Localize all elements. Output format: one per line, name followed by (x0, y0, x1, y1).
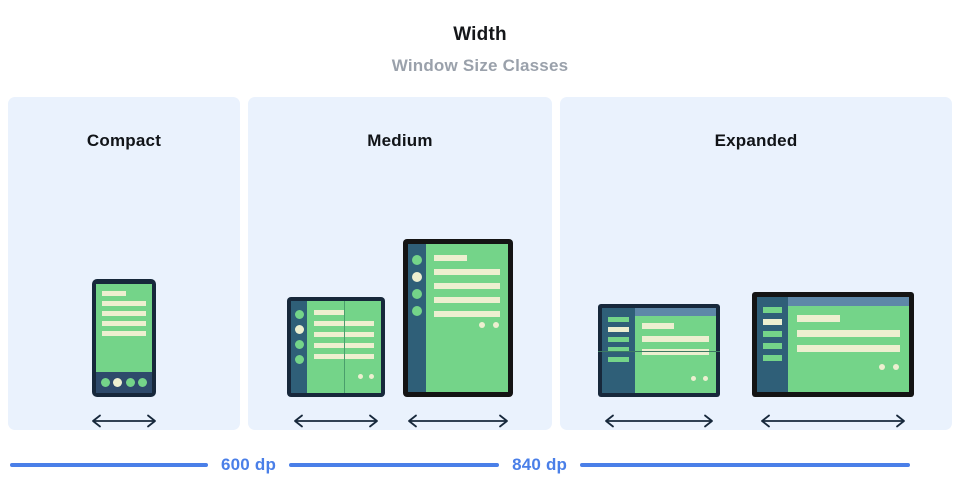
panel-label-compact: Compact (86, 131, 162, 150)
content-line (434, 269, 500, 275)
rail-item-bar (763, 331, 782, 337)
device-group-expanded (560, 175, 952, 430)
content-dot (879, 364, 885, 370)
content-dot (369, 374, 374, 379)
content-line (642, 336, 709, 342)
rail-item-dot (294, 340, 304, 349)
device-slot-foldable-unfolded (287, 297, 385, 430)
rail-item-bar (608, 317, 629, 322)
content-dots (691, 376, 708, 381)
rail-item-dot (412, 306, 422, 316)
content-line-short (797, 315, 841, 322)
panel-expanded: Expanded (560, 97, 952, 430)
content-line-short (314, 310, 344, 315)
panel-compact: Compact (8, 97, 240, 430)
device-group-compact (8, 175, 240, 430)
fold-crease-line (344, 301, 345, 393)
device-foldable-landscape (598, 304, 720, 397)
nav-item-dot-active (113, 378, 123, 387)
phone-bottom-nav-bar (96, 372, 152, 393)
rail-item-bar (763, 307, 782, 313)
rail-item-bar (608, 337, 629, 342)
rail-item-dot-active (412, 272, 422, 282)
device-group-medium (248, 175, 552, 430)
breakpoint-label-840dp: 840 dp (512, 455, 568, 474)
content-line (102, 331, 146, 336)
fold-crease-line (598, 350, 720, 352)
rail-item-bar (608, 347, 629, 352)
rail-item-dot (412, 289, 422, 299)
content-line (434, 283, 500, 289)
content-line (102, 311, 146, 316)
panel-label-medium: Medium (367, 131, 433, 150)
device-foldable-portrait (287, 297, 385, 397)
content-dots (358, 374, 374, 379)
device-tablet-landscape (752, 292, 914, 397)
panel-medium: Medium (248, 97, 552, 430)
width-arrow-icon (761, 414, 905, 428)
size-class-panels: Compact (8, 97, 952, 430)
header: Width Window Size Classes (0, 0, 960, 76)
content-body (788, 306, 909, 352)
content-dot (479, 322, 485, 328)
width-arrow-icon (605, 414, 713, 428)
device-slot-tablet-portrait (403, 239, 513, 430)
width-arrow-icon (92, 414, 156, 428)
content-dot (358, 374, 363, 379)
rail-item-dot (294, 355, 304, 364)
content-line-short (102, 291, 127, 296)
nav-item-dot (138, 378, 148, 387)
navigation-rail (291, 301, 307, 393)
page-title: Width (453, 24, 507, 45)
device-slot-foldable-landscape (598, 304, 720, 430)
rail-item-bar (608, 357, 629, 362)
content-dot (893, 364, 899, 370)
app-top-bar (635, 308, 716, 316)
nav-item-dot (125, 378, 135, 387)
device-slot-phone (88, 279, 160, 430)
content-line-short (434, 255, 467, 261)
device-tablet-portrait (403, 239, 513, 397)
content-dot (493, 322, 499, 328)
content-dots (879, 364, 899, 370)
content-body (635, 316, 716, 355)
scale-segment-expanded (580, 463, 911, 467)
device-content-area (788, 297, 909, 392)
navigation-rail (408, 244, 426, 392)
breakpoint-label-600dp: 600 dp (221, 455, 277, 474)
device-phone-portrait (92, 279, 156, 397)
content-dots (479, 322, 499, 328)
content-dot (691, 376, 696, 381)
scale-segment-medium (289, 463, 500, 467)
device-content-area (426, 244, 508, 392)
content-line (434, 297, 500, 303)
phone-screen (96, 284, 152, 373)
rail-item-bar-active (608, 327, 629, 332)
breakpoint-scale: 600 dp 840 dp (0, 452, 960, 478)
content-dot (703, 376, 708, 381)
rail-item-dot-active (294, 325, 304, 334)
content-line (797, 345, 900, 352)
panel-label-expanded: Expanded (714, 131, 798, 150)
width-arrow-icon (294, 414, 378, 428)
device-content-area (307, 301, 381, 393)
width-arrow-icon (408, 414, 508, 428)
content-line (434, 311, 500, 317)
app-top-bar (788, 297, 909, 306)
content-line-short (642, 323, 675, 329)
content-line (797, 330, 900, 337)
rail-item-dot (294, 310, 304, 319)
scale-segment-compact (10, 463, 208, 467)
content-line (642, 349, 709, 355)
rail-item-dot (412, 255, 422, 265)
page-subtitle: Window Size Classes (391, 56, 569, 75)
content-line (102, 301, 146, 306)
content-line (102, 321, 146, 326)
rail-item-bar (763, 355, 782, 361)
rail-item-bar-active (763, 319, 782, 325)
device-slot-tablet-landscape (752, 292, 914, 430)
rail-item-bar (763, 343, 782, 349)
nav-item-dot (100, 378, 110, 387)
navigation-rail (757, 297, 788, 392)
